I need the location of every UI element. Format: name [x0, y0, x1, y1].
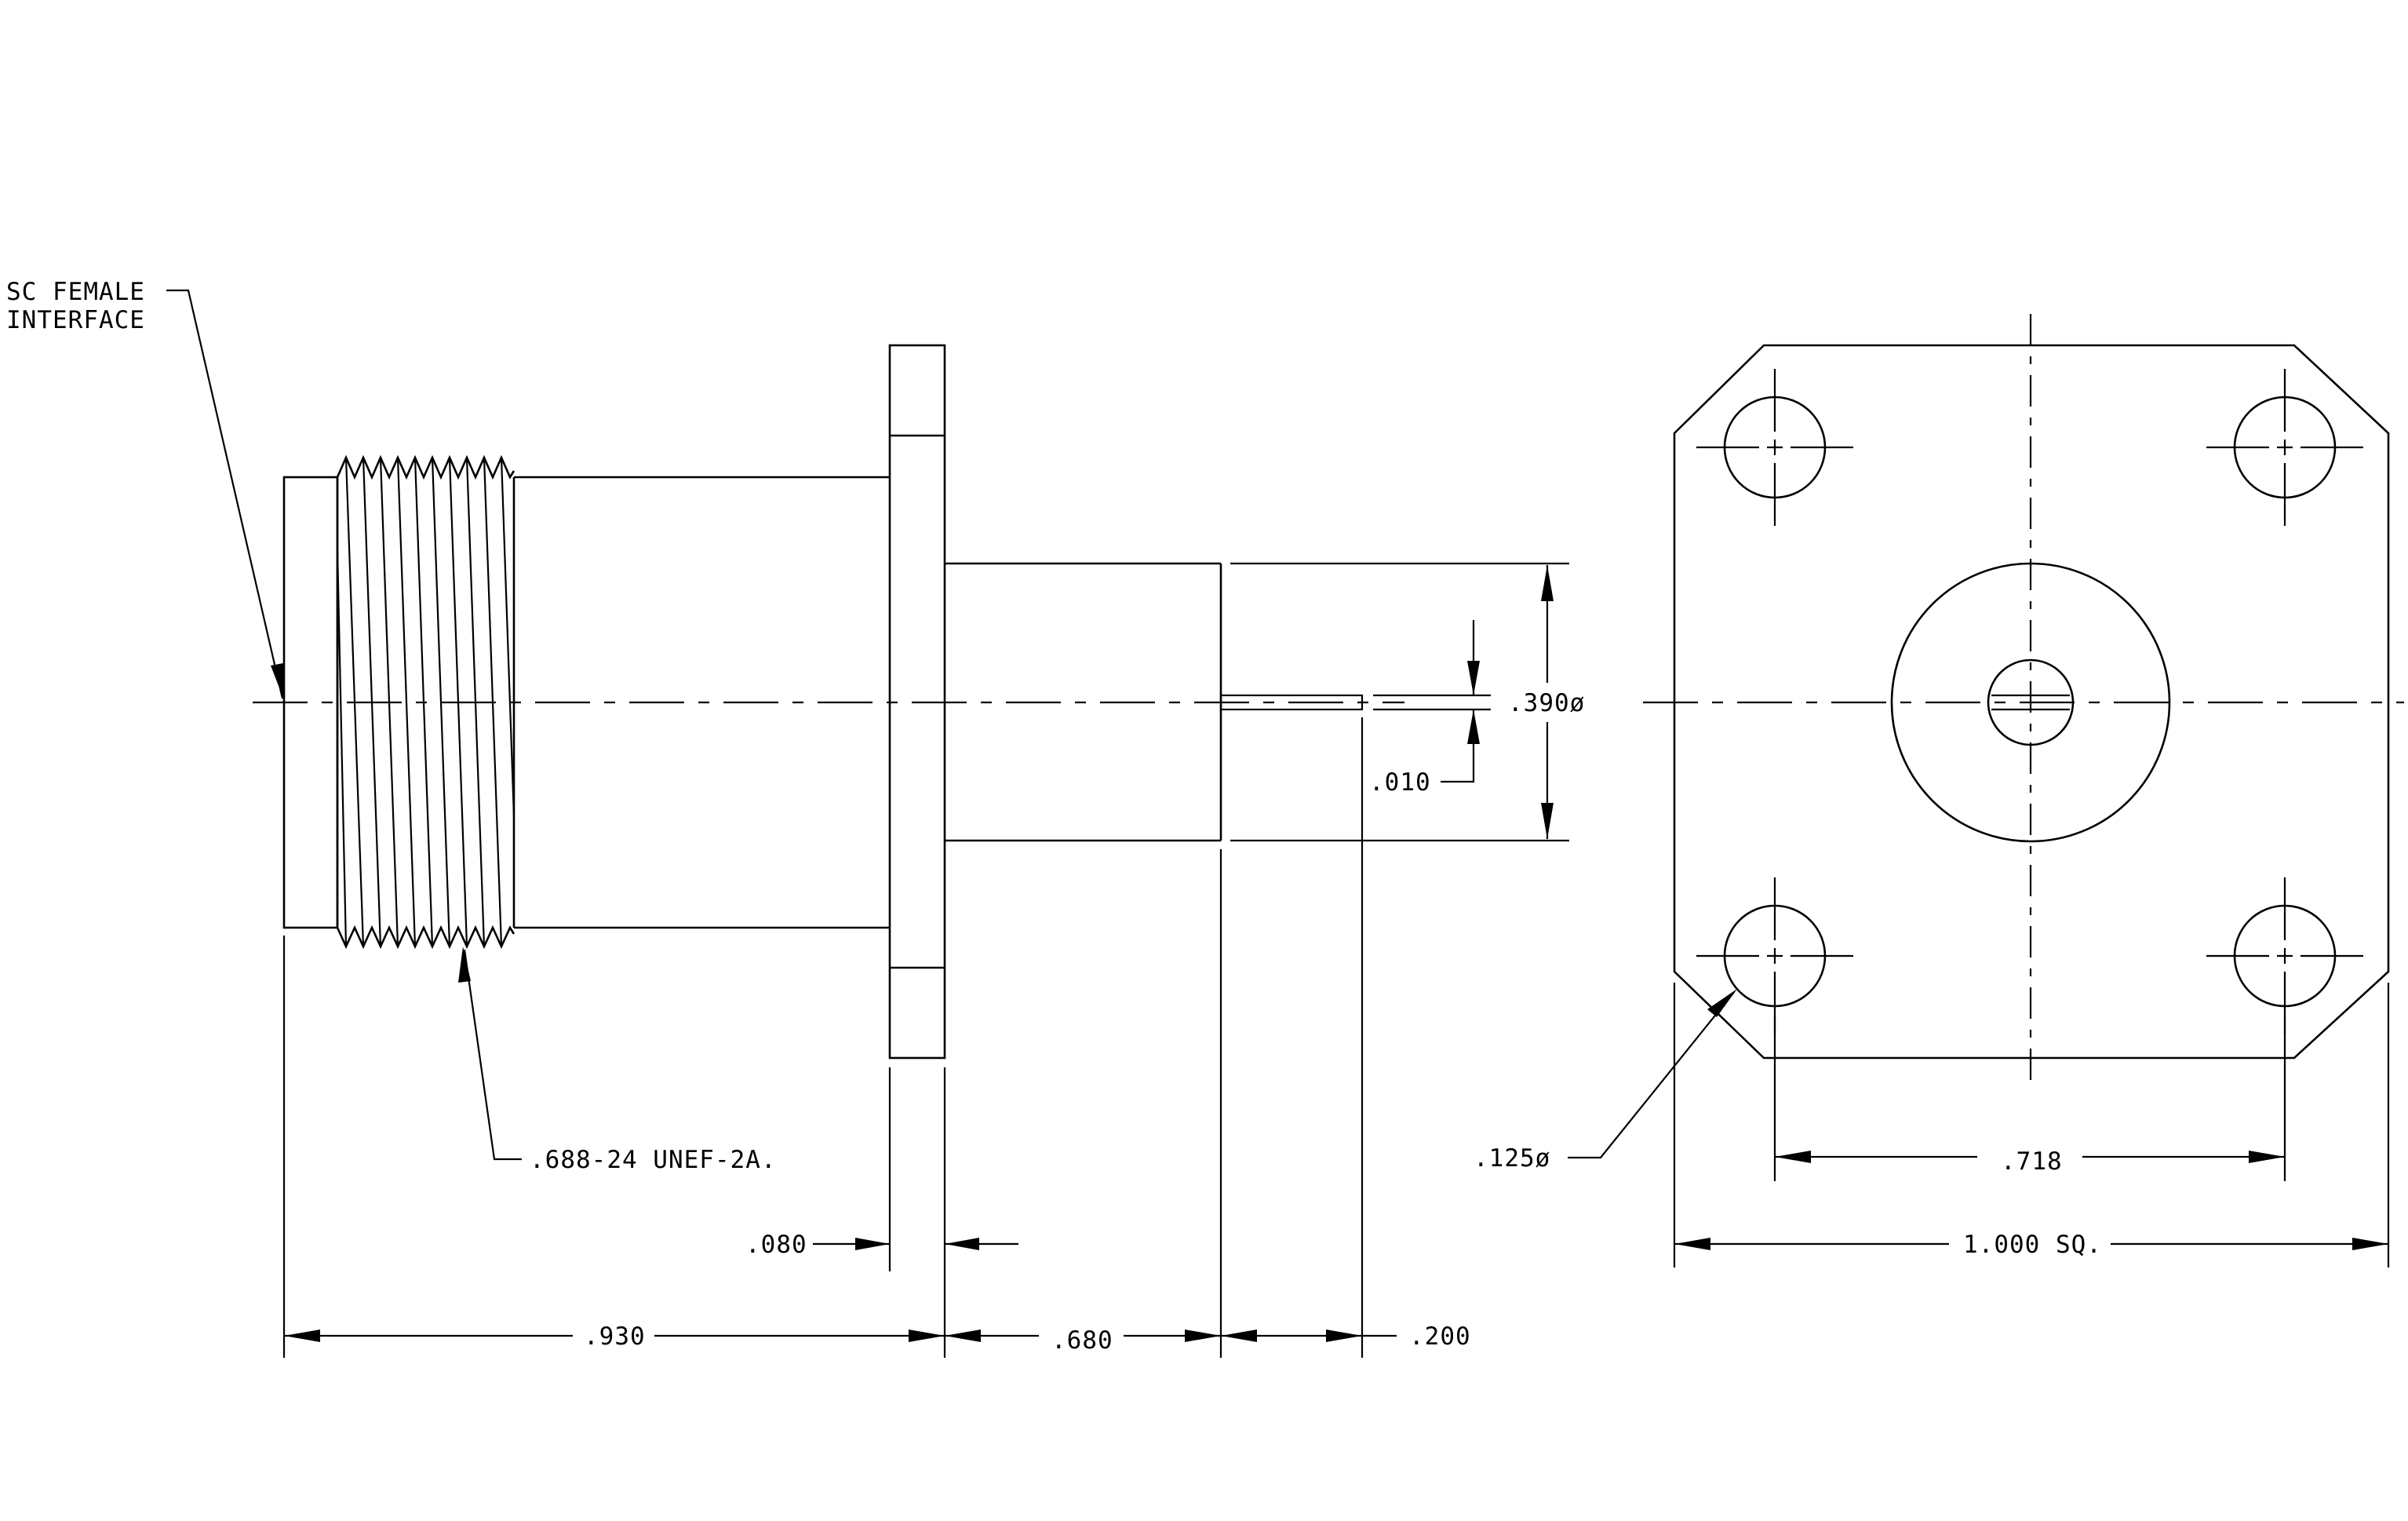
contact-circle [1987, 658, 2075, 746]
body-circle [1890, 562, 2171, 843]
arrow-680-left [945, 1330, 981, 1342]
thread-helix-lines [336, 457, 515, 947]
mounting-hole-bottom-right [2206, 877, 2363, 1034]
arrow-dia-bottom [1541, 803, 1554, 839]
flange [888, 344, 946, 1060]
arrow-sq-right [2352, 1238, 2388, 1250]
dim-overall-front: .930 [584, 1322, 646, 1351]
callouts: SC FEMALE INTERFACE .688-24 UNEF-2A. [6, 278, 777, 1174]
thread-leader [463, 949, 522, 1161]
dim-body-diameter: .390ø [1508, 689, 1585, 717]
interface-arrow [271, 663, 284, 700]
hole-leader [1568, 991, 1735, 1159]
dim-pin-extension: .200 [1409, 1322, 1471, 1351]
dim-flange-square: 1.000 SQ. [1963, 1231, 2102, 1259]
dim-flange-thickness: .080 [745, 1231, 807, 1259]
flange-square [1673, 344, 2390, 1060]
arrow-flange-right [945, 1238, 979, 1250]
dim-hole-diameter: .125ø [1474, 1144, 1550, 1173]
front-dimensions: .125ø .718 1.000 SQ. [1474, 983, 2390, 1268]
arrow-930-left [284, 1330, 320, 1342]
arrow-680-right [1185, 1330, 1221, 1342]
mounting-hole-top-right [2206, 369, 2363, 526]
arrow-718-right [2249, 1151, 2285, 1163]
arrow-offset-top [1467, 661, 1480, 695]
thread-callout: .688-24 UNEF-2A. [530, 1146, 777, 1174]
thread-crests-bottom [336, 925, 515, 950]
arrow-200-right [1326, 1330, 1362, 1342]
dim-pin-offset: .010 [1369, 768, 1431, 797]
arrow-718-left [1775, 1151, 1811, 1163]
arrow-dia-top [1541, 565, 1554, 601]
mounting-hole-top-left [1696, 369, 1853, 526]
dim-body-length: .680 [1051, 1326, 1113, 1355]
dim-offset-leader [1441, 709, 1475, 783]
front-view [1643, 314, 2404, 1091]
arrow-sq-left [1674, 1238, 1710, 1250]
arrow-200-left [1221, 1330, 1257, 1342]
interface-leader [166, 289, 284, 699]
dim-hole-spacing: .718 [2001, 1147, 2063, 1176]
thread-arrow [458, 947, 471, 983]
side-view [253, 344, 1404, 1060]
arrow-930-right [909, 1330, 945, 1342]
thread-crests-top [336, 454, 515, 480]
arrow-flange-left [855, 1238, 890, 1250]
interface-label-line2: INTERFACE [6, 306, 145, 334]
interface-label-line1: SC FEMALE [6, 278, 145, 306]
contact-pin [1219, 694, 1364, 711]
arrow-offset-bottom [1467, 709, 1480, 744]
hole-arrow [1707, 989, 1737, 1017]
side-dimensions: .390ø .010 .080 .930 .680 .200 [282, 562, 1585, 1358]
